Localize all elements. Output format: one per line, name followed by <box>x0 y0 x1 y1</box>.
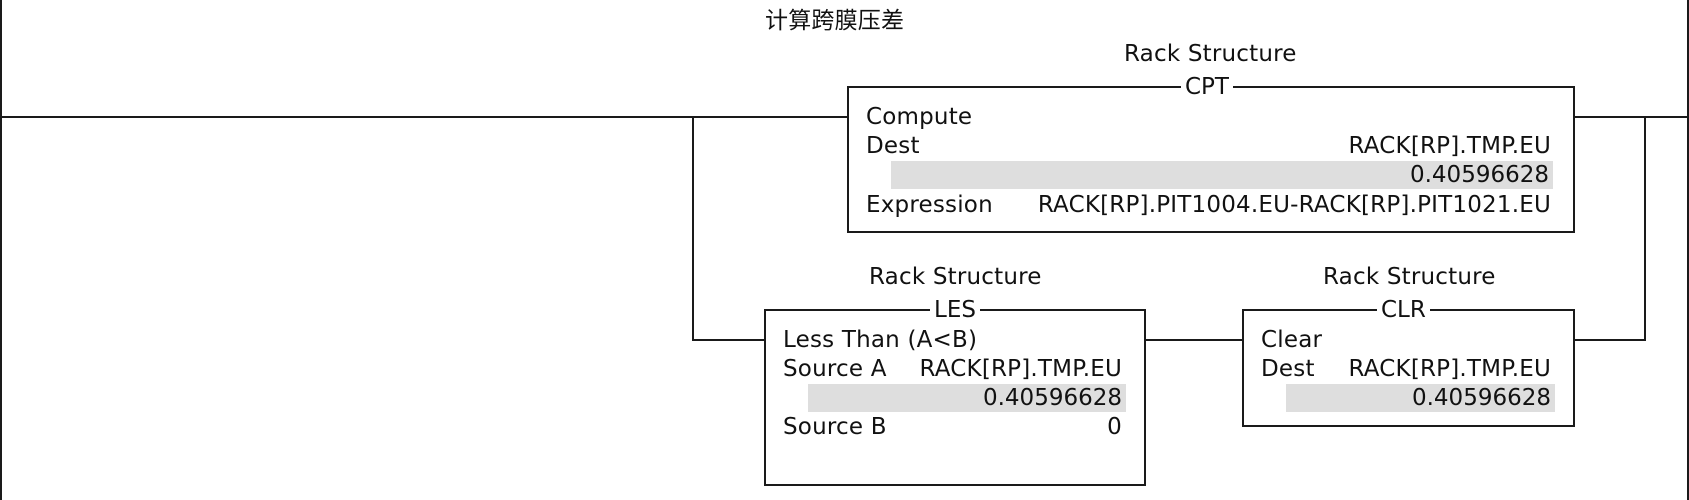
cpt-dest-tag[interactable]: RACK[RP].TMP.EU <box>1348 133 1551 159</box>
clr-structure-title: Rack Structure <box>1323 264 1496 290</box>
left-power-rail <box>0 0 2 500</box>
cpt-expression[interactable]: RACK[RP].PIT1004.EU-RACK[RP].PIT1021.EU <box>1037 192 1551 218</box>
cpt-structure-title: Rack Structure <box>1124 41 1297 67</box>
branch-wire-to-les <box>692 339 764 341</box>
les-source-b-value[interactable]: 0 <box>1107 414 1122 440</box>
branch-wire-les-to-clr <box>1146 339 1242 341</box>
les-structure-title: Rack Structure <box>869 264 1042 290</box>
les-source-a-value: 0.40596628 <box>808 384 1126 412</box>
rung-wire-right <box>1573 116 1689 118</box>
clr-mnemonic: CLR <box>1377 296 1430 324</box>
les-source-a-tag[interactable]: RACK[RP].TMP.EU <box>919 356 1122 382</box>
cpt-dest-label: Dest <box>866 133 920 159</box>
cpt-instruction-name: Compute <box>866 104 973 130</box>
rung-comment[interactable]: 计算跨膜压差 <box>765 8 905 34</box>
cpt-instruction-block[interactable]: CPT Compute Dest RACK[RP].TMP.EU 0.40596… <box>847 73 1575 233</box>
branch-wire-from-clr <box>1573 339 1646 341</box>
clr-dest-label: Dest <box>1261 356 1315 382</box>
right-power-rail <box>1687 0 1689 500</box>
les-instruction-block[interactable]: LES Less Than (A<B) Source A RACK[RP].TM… <box>764 296 1146 486</box>
clr-instruction-block[interactable]: CLR Clear Dest RACK[RP].TMP.EU 0.4059662… <box>1242 296 1575 427</box>
les-source-a-label: Source A <box>783 356 887 382</box>
rung-wire-left <box>0 116 847 118</box>
clr-dest-value: 0.40596628 <box>1286 384 1555 412</box>
cpt-dest-value: 0.40596628 <box>891 161 1553 189</box>
les-source-b-label: Source B <box>783 414 887 440</box>
clr-dest-tag[interactable]: RACK[RP].TMP.EU <box>1348 356 1551 382</box>
clr-instruction-name: Clear <box>1261 327 1323 353</box>
les-instruction-name: Less Than (A<B) <box>783 327 978 353</box>
les-mnemonic: LES <box>930 296 980 324</box>
branch-left-vertical <box>692 116 694 341</box>
cpt-mnemonic: CPT <box>1181 73 1233 101</box>
branch-right-vertical <box>1644 116 1646 341</box>
cpt-expression-label: Expression <box>866 192 993 218</box>
